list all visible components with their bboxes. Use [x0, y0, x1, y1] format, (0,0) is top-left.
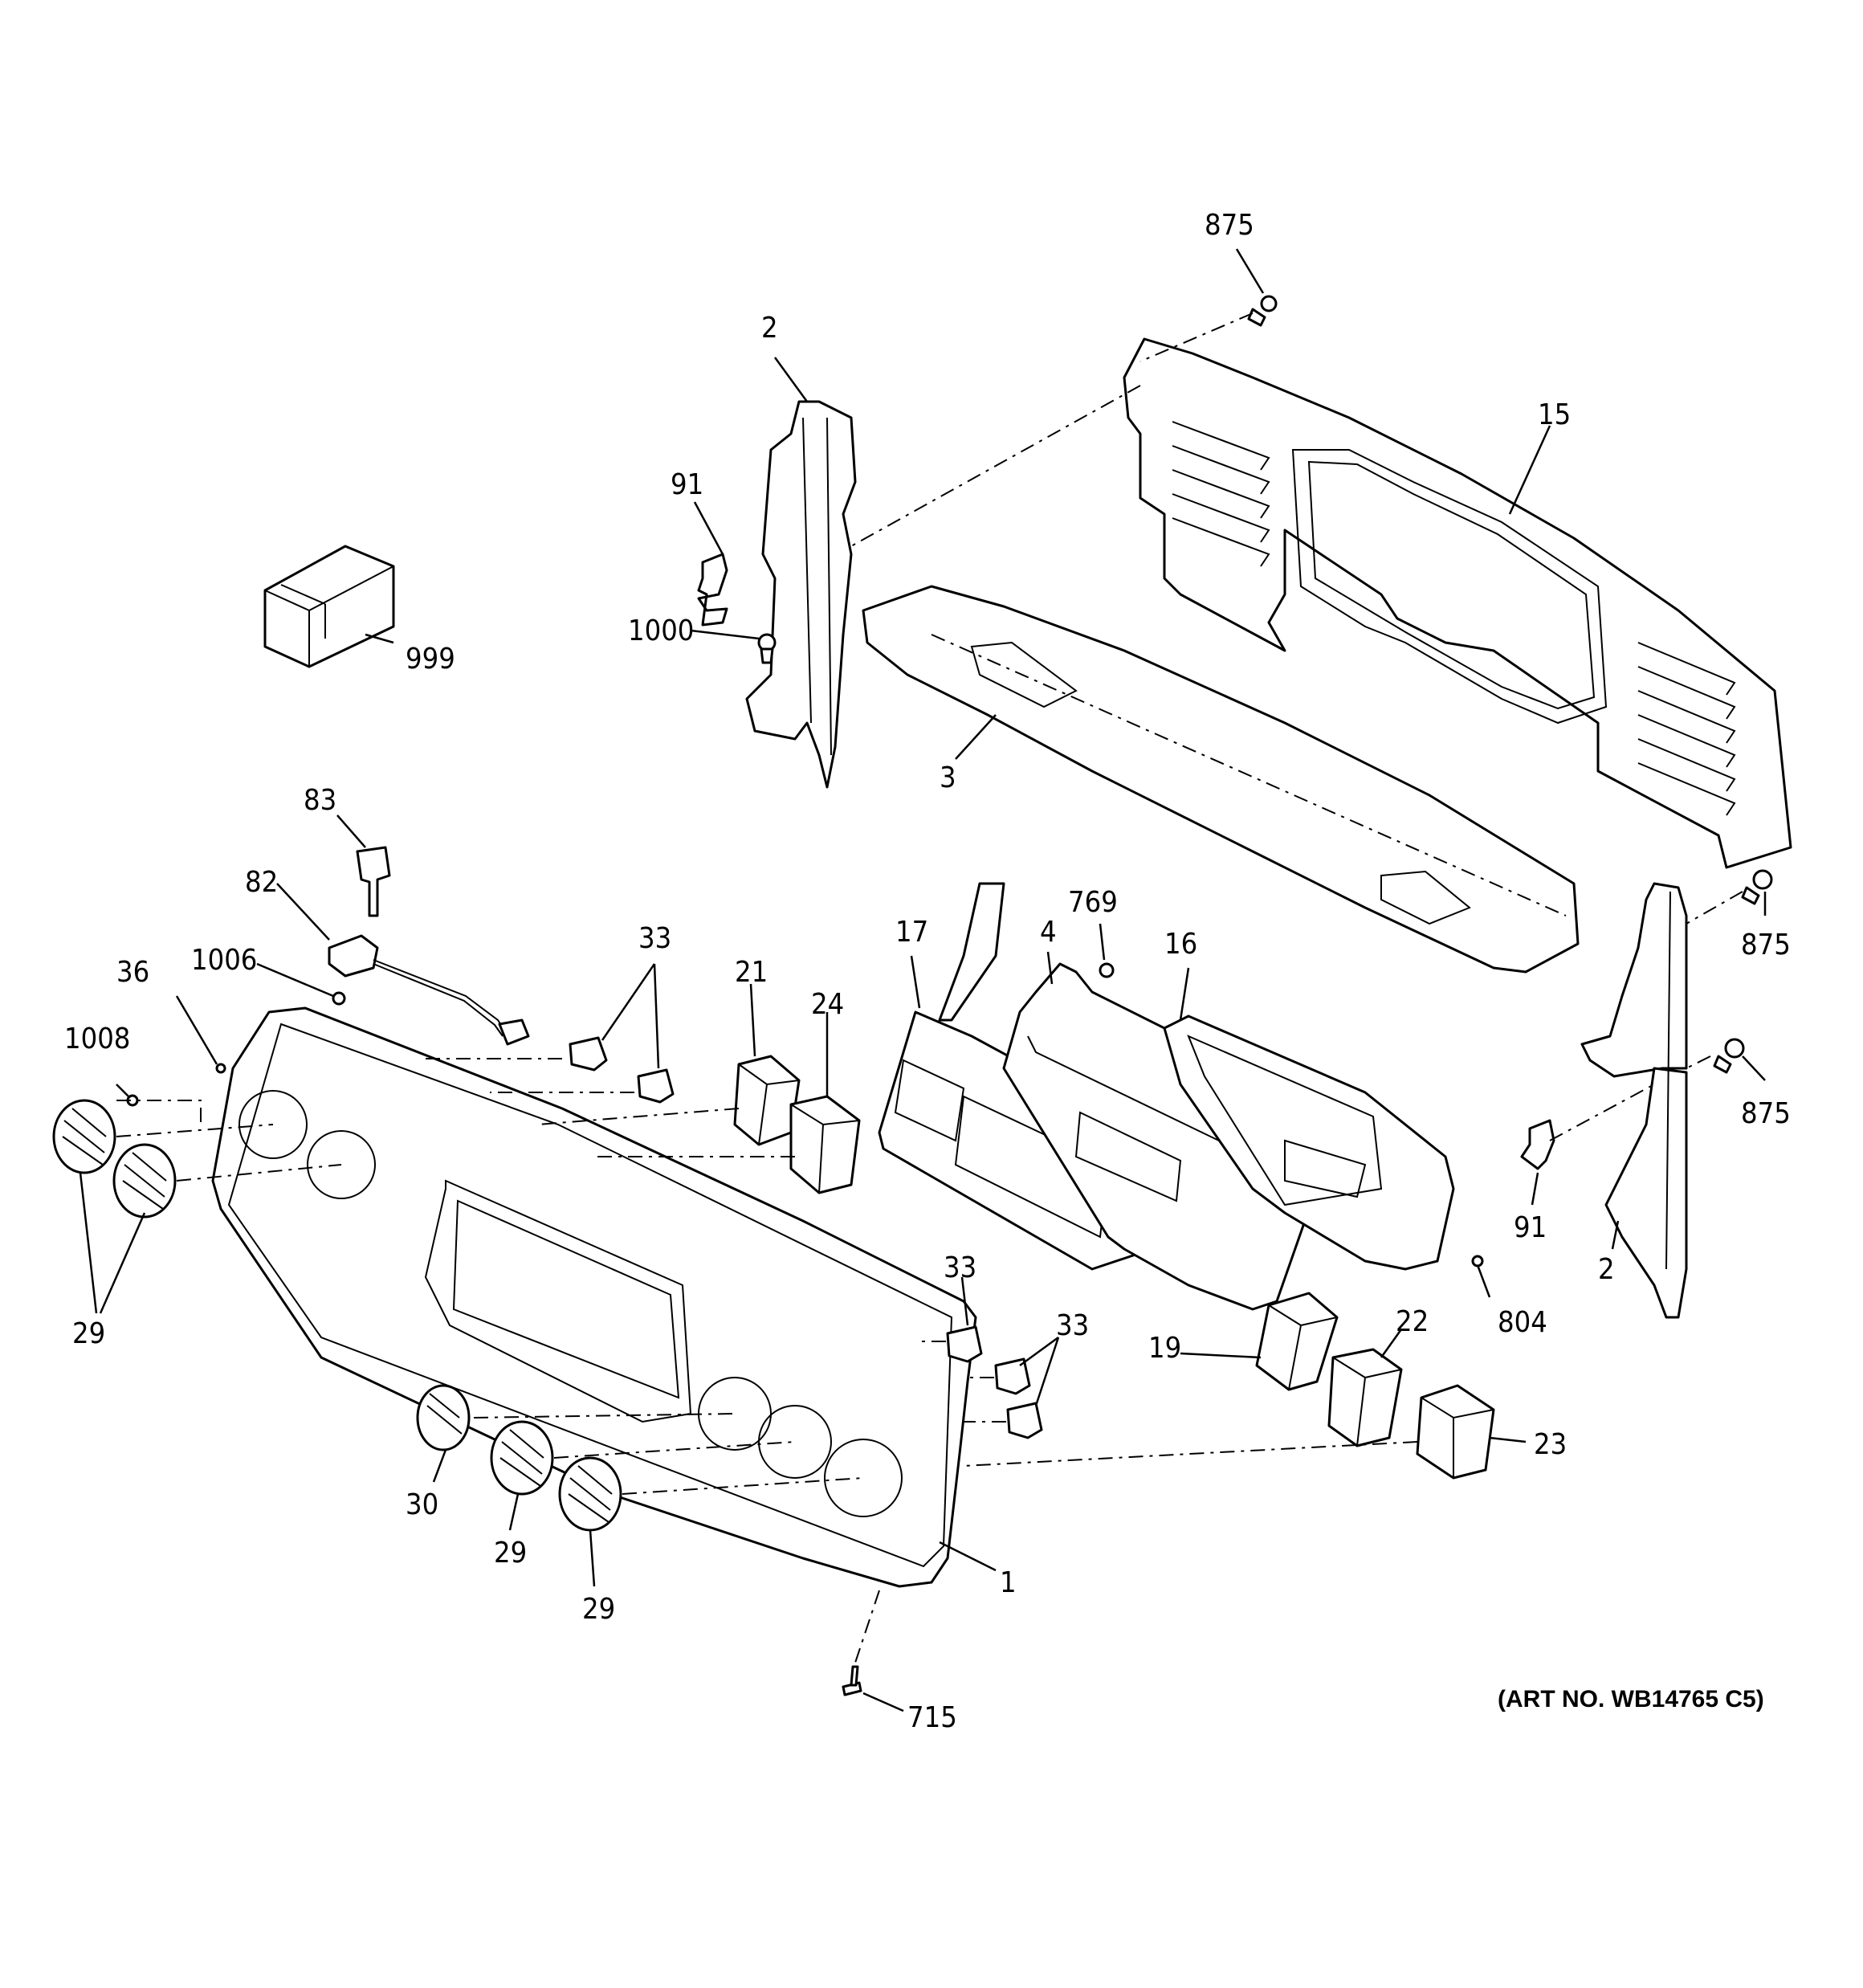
callout-1: 1 — [1000, 1566, 1017, 1599]
callout-33-right: 33 — [1056, 1309, 1089, 1342]
callout-715: 715 — [907, 1701, 957, 1734]
part-3-vent-trim — [862, 585, 1580, 974]
assembly-lines — [116, 312, 1743, 1663]
knob-30 — [416, 1384, 471, 1451]
callout-769: 769 — [1068, 886, 1118, 919]
clip-91-right — [1520, 1119, 1555, 1170]
part-23-switch — [1416, 1384, 1495, 1480]
part-2-side-bracket-left — [745, 400, 857, 789]
callout-29-left: 29 — [72, 1317, 105, 1350]
callout-labels: 875 2 15 91 1000 999 3 83 82 769 875 33 … — [64, 209, 1791, 1734]
part-24-switch — [789, 1095, 861, 1194]
callout-16: 16 — [1164, 928, 1197, 961]
callout-21: 21 — [735, 956, 768, 989]
art-number: (ART NO. WB14765 C5) — [1498, 1686, 1764, 1712]
knob-29-center — [490, 1420, 554, 1496]
part-19-switch — [1255, 1292, 1339, 1391]
callout-29-center: 29 — [494, 1537, 527, 1570]
callout-1000: 1000 — [628, 614, 694, 647]
callout-2-left: 2 — [761, 312, 778, 345]
knob-29-top-left — [52, 1099, 116, 1174]
callout-17: 17 — [895, 916, 928, 949]
part-999-box — [263, 545, 395, 668]
callout-4: 4 — [1040, 916, 1057, 949]
part-1-control-panel — [211, 1006, 977, 1588]
callout-22: 22 — [1396, 1305, 1429, 1338]
part-21-switch — [733, 1055, 801, 1146]
clip-91-left — [697, 553, 728, 627]
part-33-switch-a — [569, 1036, 608, 1072]
leader-lines — [79, 248, 1767, 1712]
knob-29-right — [558, 1456, 622, 1532]
part-33-switch-c — [946, 1325, 983, 1363]
callout-804: 804 — [1498, 1306, 1547, 1339]
part-33-switch-e — [1006, 1402, 1043, 1439]
part-22-switch — [1327, 1348, 1403, 1447]
callout-36: 36 — [116, 956, 149, 989]
knob-29-left — [112, 1143, 177, 1219]
callout-82: 82 — [245, 866, 278, 899]
screw-769 — [1099, 962, 1115, 978]
callout-91-left: 91 — [671, 468, 703, 501]
part-2-side-bracket-right — [1580, 882, 1688, 1319]
callout-23: 23 — [1534, 1428, 1567, 1461]
callout-30: 30 — [406, 1488, 438, 1521]
callout-83: 83 — [304, 784, 336, 817]
part-83-terminal — [356, 846, 391, 917]
callout-3: 3 — [940, 761, 956, 794]
callout-15: 15 — [1538, 398, 1571, 431]
callout-1006: 1006 — [191, 944, 257, 977]
part-33-switch-d — [994, 1357, 1031, 1395]
screw-1000 — [757, 633, 777, 664]
callout-875-right-lower: 875 — [1741, 1097, 1791, 1130]
screw-875-top — [1247, 295, 1278, 327]
louvers-right — [1637, 642, 1736, 816]
callout-2-right: 2 — [1598, 1253, 1615, 1286]
part-16-control-board — [1163, 1014, 1455, 1271]
callout-33-top: 33 — [638, 922, 671, 955]
callout-875-top: 875 — [1205, 209, 1254, 242]
screw-875-right-lower — [1713, 1038, 1745, 1074]
part-33-switch-b — [637, 1068, 675, 1104]
callout-91-right: 91 — [1514, 1211, 1547, 1244]
screw-36 — [215, 1063, 226, 1074]
screw-875-right-upper — [1741, 869, 1773, 905]
screw-804 — [1471, 1255, 1484, 1268]
screw-1006 — [332, 991, 346, 1006]
part-82-harness — [328, 934, 530, 1046]
callout-1008: 1008 — [64, 1023, 130, 1055]
callout-875-right-upper: 875 — [1741, 929, 1791, 961]
screw-715 — [842, 1665, 862, 1696]
callout-999: 999 — [406, 643, 455, 676]
callout-24: 24 — [811, 988, 844, 1021]
callout-33-mid: 33 — [944, 1251, 976, 1284]
callout-29-right: 29 — [582, 1593, 615, 1626]
callout-19: 19 — [1148, 1332, 1181, 1365]
louvers-left — [1172, 421, 1270, 567]
part-15-rear-panel — [1123, 337, 1792, 869]
